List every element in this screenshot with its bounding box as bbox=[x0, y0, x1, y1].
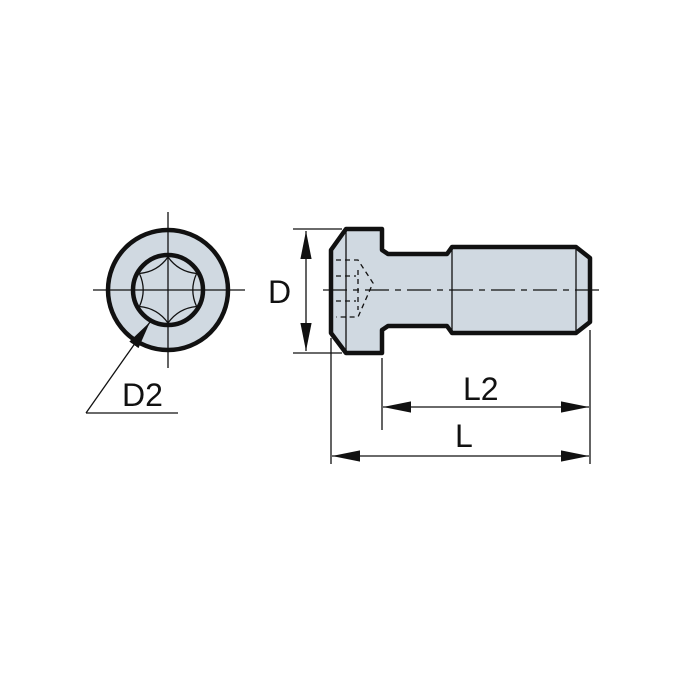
l-label: L bbox=[455, 418, 473, 454]
d-label: D bbox=[268, 274, 291, 310]
screw-body bbox=[328, 226, 593, 356]
d2-leader-arrow bbox=[85, 321, 151, 414]
l2-label: L2 bbox=[463, 371, 499, 407]
side-view: D L2 L bbox=[268, 226, 602, 464]
d2-label: D2 bbox=[122, 377, 163, 413]
end-view: D2 bbox=[85, 212, 245, 414]
